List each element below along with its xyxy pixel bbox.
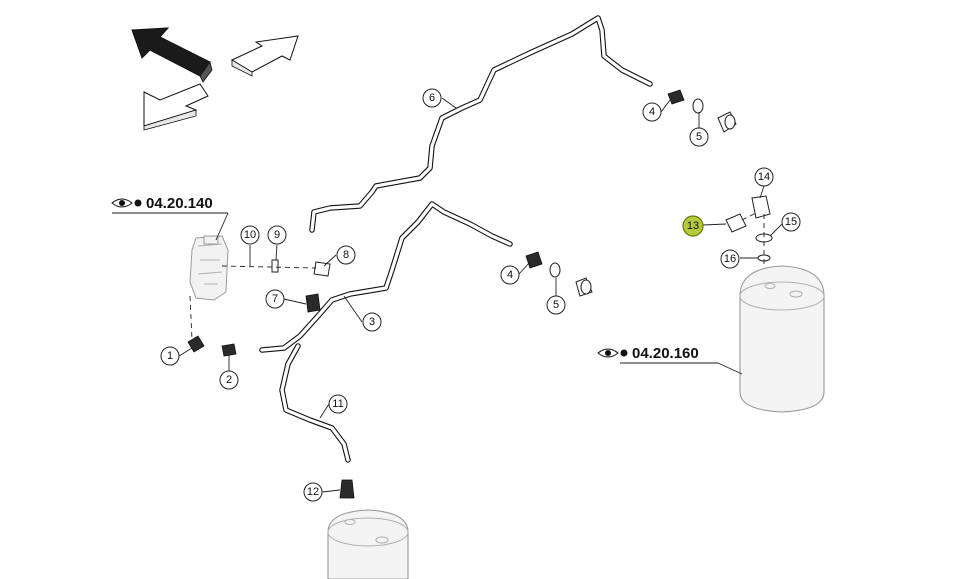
svg-text:9: 9 (274, 229, 280, 241)
svg-text:5: 5 (696, 131, 702, 143)
callout-7[interactable]: 7 (265, 289, 285, 309)
svg-text:10: 10 (244, 229, 256, 241)
callout-5b[interactable]: 5 (546, 295, 566, 315)
callout-12[interactable]: 12 (303, 482, 323, 502)
callouts: 1 2 3 4 5 6 4 5 7 8 9 10 11 12 13 14 15 … (160, 88, 801, 502)
svg-text:14: 14 (758, 171, 770, 183)
svg-text:7: 7 (272, 293, 278, 305)
orientation-arrow-icon (131, 27, 213, 83)
svg-text:2: 2 (226, 374, 232, 386)
svg-text:13: 13 (687, 220, 699, 232)
callout-11[interactable]: 11 (328, 394, 348, 414)
callout-1[interactable]: 1 (160, 346, 180, 366)
callout-16[interactable]: 16 (720, 249, 740, 269)
air-tank-bottom (327, 509, 409, 579)
callout-4[interactable]: 4 (642, 102, 662, 122)
svg-text:4: 4 (507, 269, 513, 281)
reference-code[interactable]: 04.20.160 (632, 345, 699, 362)
svg-text:11: 11 (332, 398, 343, 410)
fittings (187, 89, 773, 499)
svg-text:5: 5 (553, 299, 559, 311)
svg-text:6: 6 (429, 92, 435, 104)
svg-text:3: 3 (369, 316, 375, 328)
callout-3[interactable]: 3 (362, 312, 382, 332)
callout-10[interactable]: 10 (240, 225, 260, 245)
reference-04-20-140[interactable]: 04.20.140 (111, 195, 229, 241)
svg-text:15: 15 (785, 216, 797, 228)
eye-icon (597, 348, 628, 358)
pipe-11 (279, 343, 351, 463)
callout-2[interactable]: 2 (219, 370, 239, 390)
callout-5[interactable]: 5 (689, 127, 709, 147)
svg-text:1: 1 (167, 350, 173, 362)
callout-4b[interactable]: 4 (500, 265, 520, 285)
eye-icon (111, 198, 142, 208)
svg-text:16: 16 (724, 253, 736, 265)
orientation-arrows (131, 27, 299, 131)
callout-15[interactable]: 15 (781, 212, 801, 232)
callout-13-highlighted[interactable]: 13 (682, 215, 704, 237)
callout-leaders (178, 97, 783, 493)
pipe-6 (309, 15, 653, 233)
callout-6[interactable]: 6 (422, 88, 442, 108)
reference-04-20-160[interactable]: 04.20.160 (597, 345, 743, 375)
orientation-arrow-icon (143, 83, 209, 131)
callout-14[interactable]: 14 (754, 167, 774, 187)
svg-text:12: 12 (307, 486, 319, 498)
valve-assembly-ghost (189, 235, 229, 301)
pipe-3 (259, 201, 513, 353)
callout-8[interactable]: 8 (336, 245, 356, 265)
orientation-arrow-icon (230, 35, 299, 77)
reference-code[interactable]: 04.20.140 (146, 195, 213, 212)
callout-9[interactable]: 9 (267, 225, 287, 245)
svg-text:8: 8 (343, 249, 349, 261)
air-tank-right (739, 265, 825, 413)
svg-text:4: 4 (649, 106, 655, 118)
